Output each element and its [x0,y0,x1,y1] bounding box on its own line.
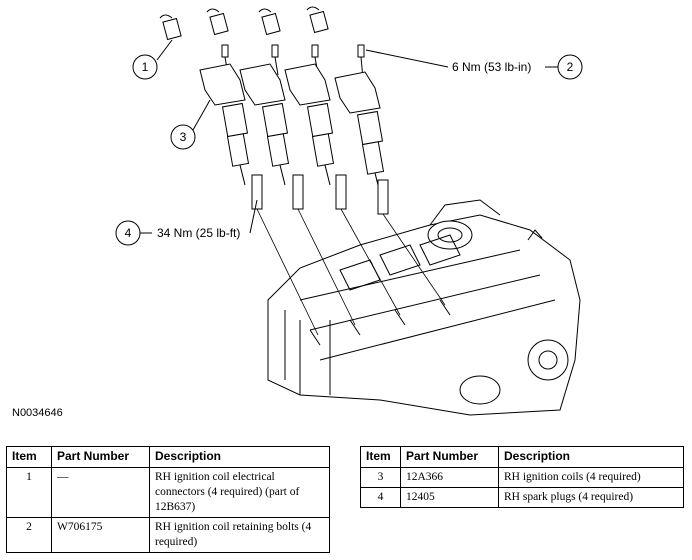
callout-4-torque: 34 Nm (25 lb-ft) [157,226,240,240]
ignition-coils [199,63,385,194]
table-row: 2 W706175 RH ignition coil retaining bol… [6,517,330,553]
part-number-cell: — [51,467,150,518]
column-header-part-number: Part Number [400,446,499,468]
callout-3-number: 3 [180,130,187,144]
figure-id: N0034646 [12,407,63,419]
item-cell: 3 [360,467,401,488]
callout-2-torque: 6 Nm (53 lb-in) [452,60,531,74]
table-row: 3 12A366 RH ignition coils (4 required) [360,467,684,488]
column-header-description: Description [149,446,330,468]
table-row: 1 — RH ignition coil electrical connecto… [6,467,330,518]
callout-1-circle [132,54,158,80]
item-cell: 1 [6,467,52,518]
table-row: 4 12405 RH spark plugs (4 required) [360,487,684,508]
parts-table-left: Item Part Number Description 1 — RH igni… [6,446,330,553]
spark-plugs [251,174,389,215]
item-cell: 2 [6,517,52,553]
part-number-cell: 12A366 [400,467,499,488]
description-cell: RH spark plugs (4 required) [498,487,684,508]
table-header-row: Item Part Number Description [360,446,684,468]
column-header-item: Item [6,446,52,468]
description-cell: RH ignition coil retaining bolts (4 requ… [149,517,330,553]
callout-2-number: 2 [567,60,574,74]
column-header-description: Description [498,446,684,468]
callout-4-number: 4 [125,226,132,240]
description-cell: RH ignition coil electrical connectors (… [149,467,330,518]
column-header-item: Item [360,446,401,468]
table-header-row: Item Part Number Description [6,446,330,468]
part-number-cell: W706175 [51,517,150,553]
item-cell: 4 [360,487,401,508]
exploded-view-illustration: 1 2 6 Nm (53 lb-in) 3 4 34 Nm (25 lb-ft)… [12,6,583,419]
engine-block [267,214,581,416]
column-header-part-number: Part Number [51,446,150,468]
part-number-cell: 12405 [400,487,499,508]
callout-1-number: 1 [142,60,149,74]
description-cell: RH ignition coils (4 required) [498,467,684,488]
coil-connectors [159,6,329,41]
parts-table-right: Item Part Number Description 3 12A366 RH… [360,446,684,508]
callout-3-circle [170,124,196,150]
